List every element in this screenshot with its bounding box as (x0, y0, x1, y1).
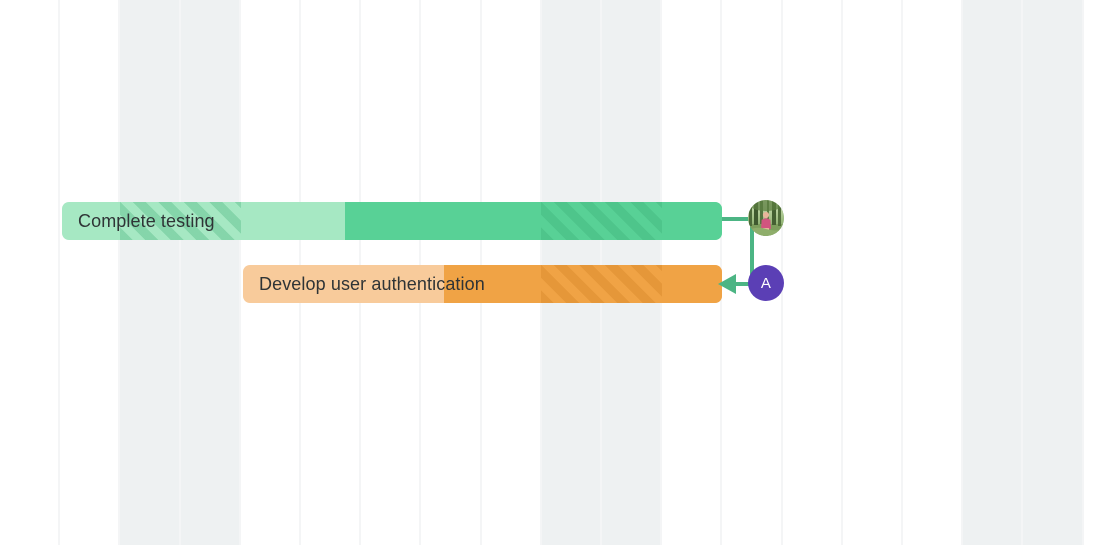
avatar-assignee-initial[interactable]: A (748, 265, 784, 301)
timeline-day-column (782, 0, 843, 545)
timeline-day-column (0, 0, 61, 545)
task-progress-fill (345, 202, 722, 240)
timeline-day-column (60, 0, 121, 545)
avatar-assignee-photo[interactable] (748, 200, 784, 236)
timeline-day-column (1083, 0, 1105, 545)
task-label: Develop user authentication (259, 274, 485, 294)
task-progress-fill (444, 265, 722, 303)
avatar-photo-image (748, 200, 784, 236)
timeline-day-column (180, 0, 241, 545)
task-label: Complete testing (78, 211, 215, 231)
timeline-day-column (120, 0, 181, 545)
timeline-day-column (842, 0, 903, 545)
task-bar-complete-testing[interactable]: Complete testing (62, 202, 722, 240)
task-bar-develop-user-authentication[interactable]: Develop user authentication (243, 265, 722, 303)
timeline-day-column (1023, 0, 1084, 545)
avatar-initial-letter: A (760, 274, 772, 292)
timeline-day-column (963, 0, 1024, 545)
timeline-day-column (903, 0, 964, 545)
